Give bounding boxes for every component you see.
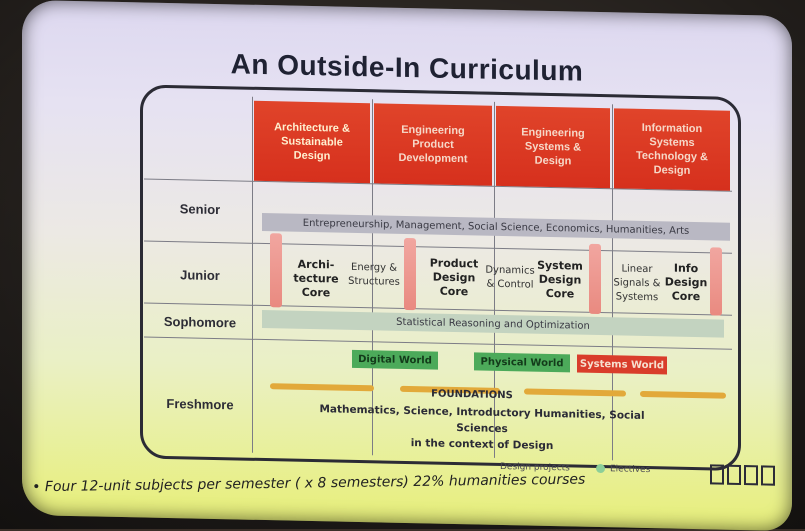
logo-letter-shape xyxy=(761,465,775,486)
slide-footnote: • Four 12-unit subjects per semester ( x… xyxy=(31,471,586,496)
track-info-systems: Information Systems Technology & Design xyxy=(614,108,730,191)
track-label: Engineering Product Development xyxy=(398,123,468,166)
design-project-bar xyxy=(270,233,282,308)
logo-letter-shape xyxy=(727,464,741,485)
logo-letter-shape xyxy=(744,465,758,486)
track-label: Architecture & Sustainable Design xyxy=(274,121,350,163)
logo-letter-shape xyxy=(710,464,724,485)
world-systems: Systems World xyxy=(577,354,667,375)
foundations-body: Mathematics, Science, Introductory Human… xyxy=(319,403,645,453)
core-info-design: Info Design Core xyxy=(664,261,708,304)
row-label-sophomore: Sophomore xyxy=(163,313,237,331)
core-architecture: Archi- tecture Core xyxy=(293,257,339,300)
row-label-senior: Senior xyxy=(179,201,221,218)
core-linear-signals: Linear Signals & Systems xyxy=(613,263,661,304)
grid-line xyxy=(252,96,253,453)
track-product-development: Engineering Product Development xyxy=(374,103,492,186)
university-logo-icon xyxy=(710,462,780,487)
projection-screen: An Outside-In Curriculum Architecture & … xyxy=(22,0,792,531)
track-systems-design: Engineering Systems & Design xyxy=(496,105,610,189)
slide-title: An Outside-In Curriculum xyxy=(230,48,584,87)
track-label: Information Systems Technology & Design xyxy=(636,121,708,177)
design-project-bar xyxy=(404,237,416,311)
design-project-bar xyxy=(710,247,722,316)
row-label-junior: Junior xyxy=(180,267,220,284)
core-product-design: Product Design Core xyxy=(429,256,479,299)
core-energy-structures: Energy & Structures xyxy=(348,261,400,288)
track-architecture: Architecture & Sustainable Design xyxy=(254,100,370,184)
design-project-bar xyxy=(589,243,601,315)
row-label-freshmore: Freshmore xyxy=(166,395,234,413)
core-dynamics-control: Dynamics & Control xyxy=(485,264,535,291)
track-label: Engineering Systems & Design xyxy=(521,126,585,168)
world-digital: Digital World xyxy=(352,349,438,370)
world-physical: Physical World xyxy=(474,352,570,373)
core-system-design: System Design Core xyxy=(537,258,583,301)
